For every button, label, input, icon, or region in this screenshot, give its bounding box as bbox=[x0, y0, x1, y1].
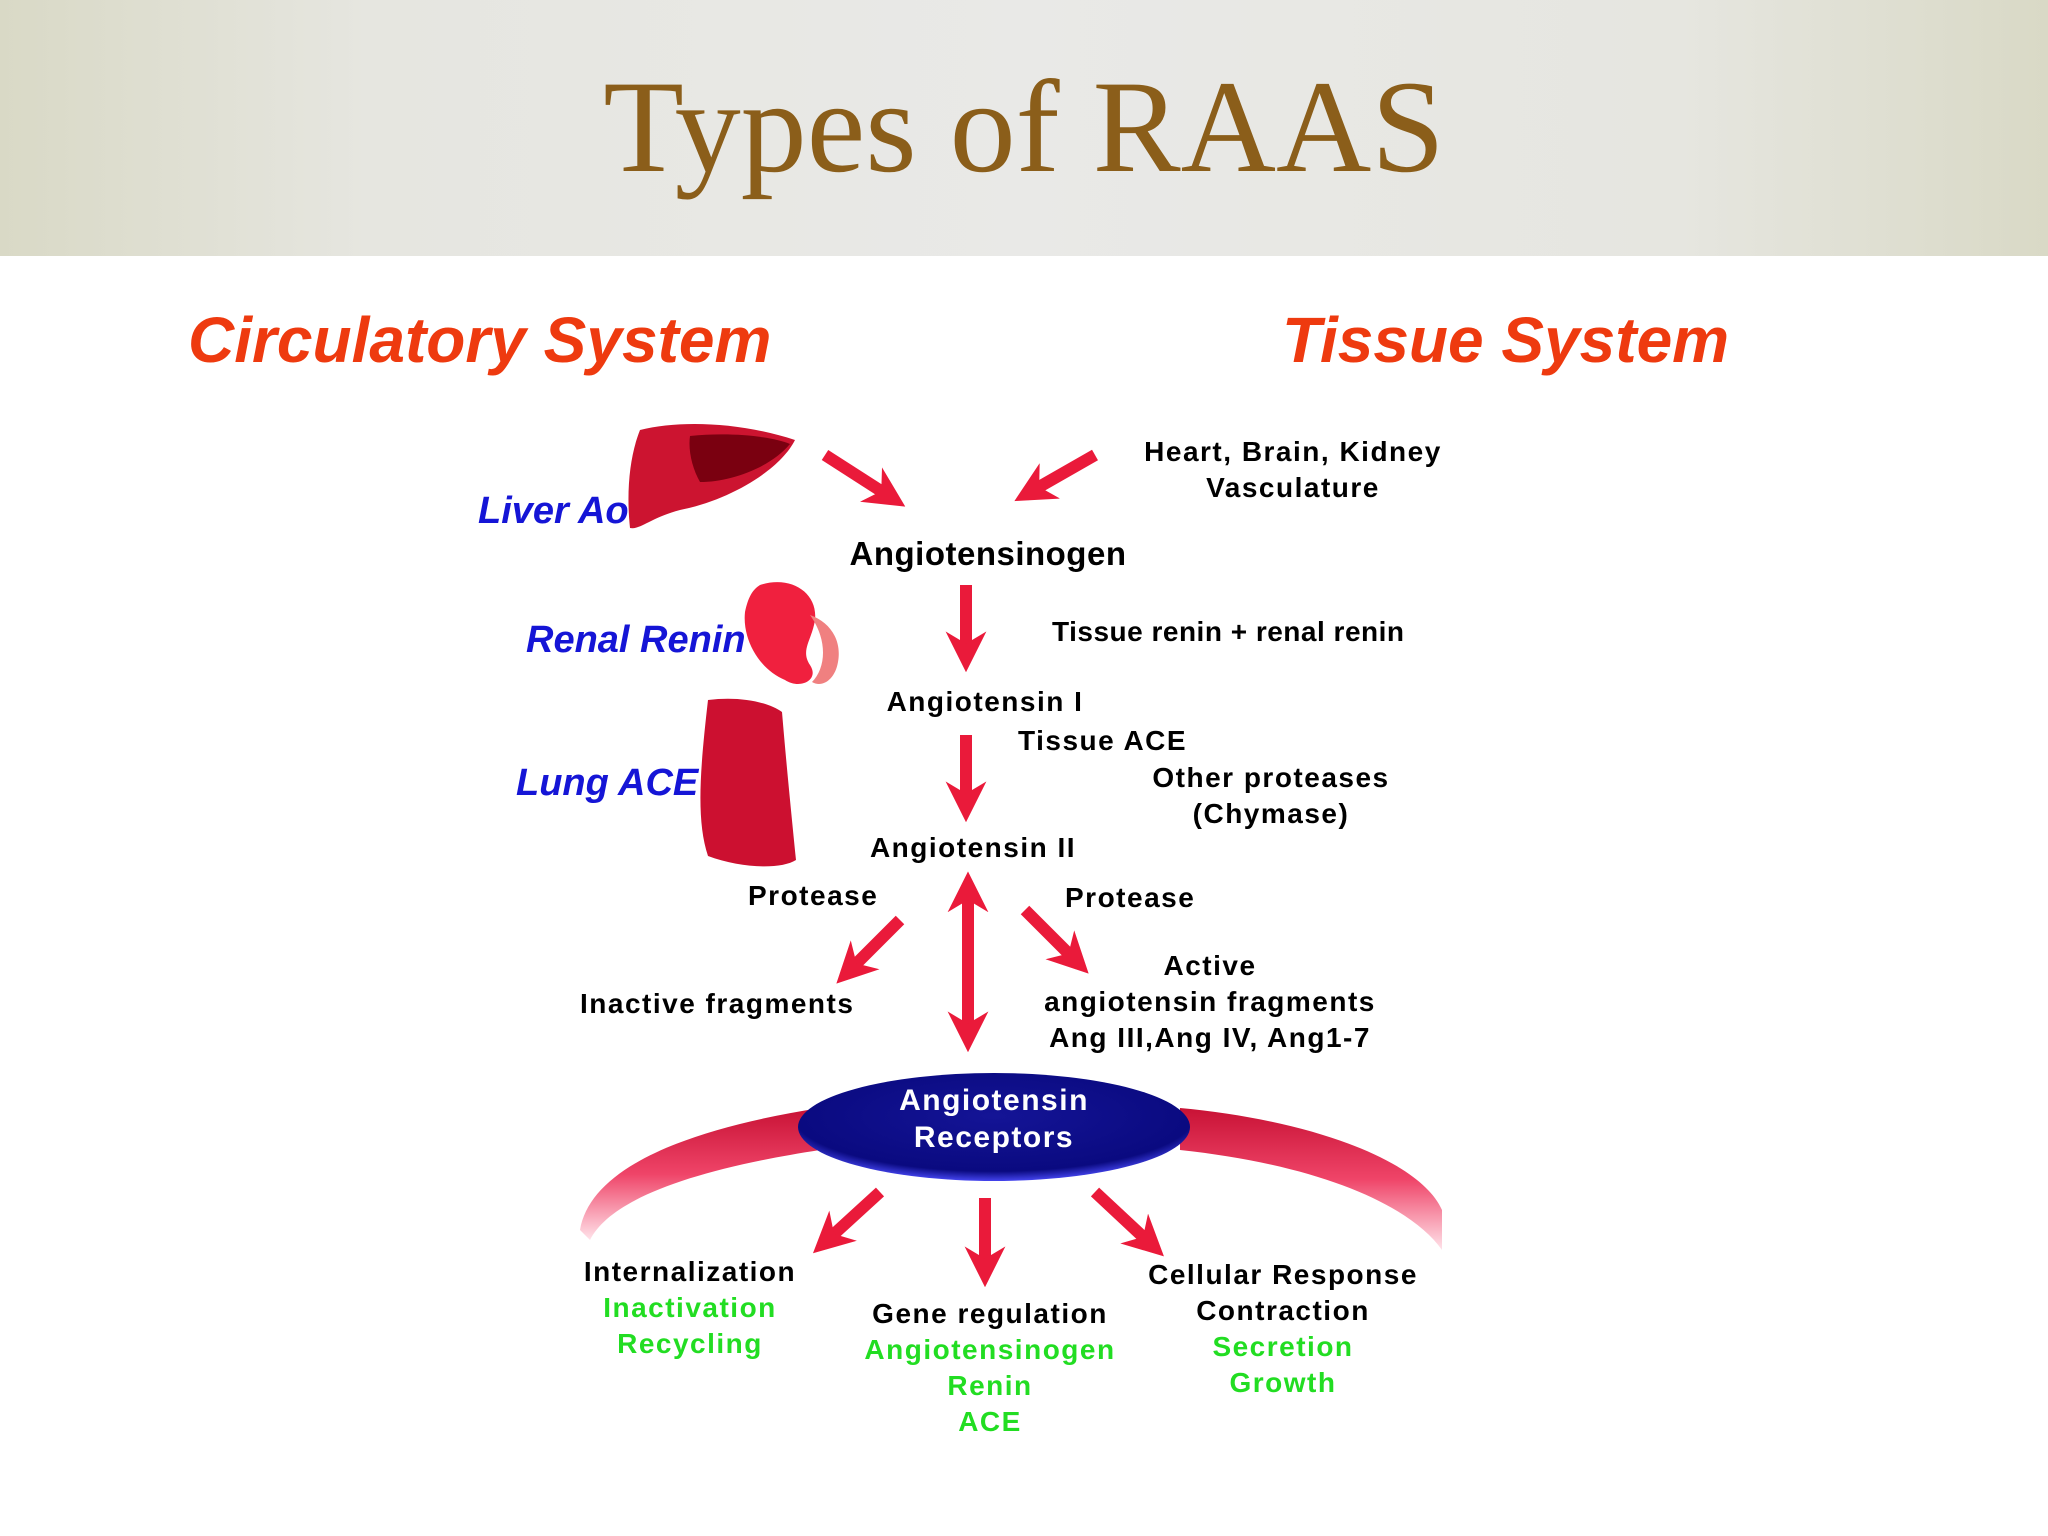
receptor-label: Angiotensin Receptors bbox=[798, 1082, 1190, 1156]
recycling-item: Recycling bbox=[617, 1328, 763, 1359]
other-proteases-line1: Other proteases bbox=[1152, 762, 1390, 793]
lung-label: Lung ACE bbox=[516, 762, 699, 804]
tissue-sources: Heart, Brain, Kidney Vasculature bbox=[1128, 434, 1458, 506]
arrow-to-internalization bbox=[812, 1187, 885, 1254]
renin-item: Renin bbox=[947, 1370, 1033, 1401]
cell-membrane bbox=[580, 1108, 1442, 1250]
angiotensinogen-item: Angiotensinogen bbox=[864, 1334, 1116, 1365]
cellular-response-head: Cellular Response bbox=[1148, 1259, 1418, 1290]
active-line3: Ang III,Ang IV, Ang1-7 bbox=[1049, 1022, 1371, 1053]
response-cellular: Cellular Response Contraction Secretion … bbox=[1120, 1257, 1446, 1401]
tissue-ace-label: Tissue ACE bbox=[1018, 725, 1188, 756]
renin-note: Tissue renin + renal renin bbox=[1052, 616, 1405, 647]
response-gene-regulation: Gene regulation Angiotensinogen Renin AC… bbox=[840, 1296, 1140, 1440]
active-line2: angiotensin fragments bbox=[1044, 986, 1376, 1017]
chymase-line: (Chymase) bbox=[1192, 798, 1350, 829]
circulatory-system-heading: Circulatory System bbox=[188, 304, 772, 376]
gene-regulation-head: Gene regulation bbox=[872, 1298, 1108, 1329]
tissue-sources-line1: Heart, Brain, Kidney bbox=[1144, 436, 1442, 467]
tissue-sources-line2: Vasculature bbox=[1206, 472, 1380, 503]
contraction-item: Contraction bbox=[1196, 1295, 1370, 1326]
receptor-line2: Receptors bbox=[913, 1121, 1075, 1154]
arrow-tissue-to-angiotensinogen bbox=[1014, 449, 1098, 502]
active-fragments: Active angiotensin fragments Ang III,Ang… bbox=[1010, 948, 1410, 1056]
title-banner bbox=[0, 0, 2048, 256]
active-line1: Active bbox=[1163, 950, 1257, 981]
ace-item: ACE bbox=[958, 1406, 1022, 1437]
internalization-head: Internalization bbox=[583, 1256, 797, 1287]
angiotensinogen-label: Angiotensinogen bbox=[849, 535, 1127, 572]
slide-title: Types of RAAS bbox=[603, 53, 1445, 200]
arrow-to-cellular-response bbox=[1090, 1187, 1164, 1257]
flow-arrows bbox=[812, 449, 1164, 1288]
other-proteases: Other proteases (Chymase) bbox=[1122, 760, 1420, 832]
liver-label: Liver Ao bbox=[478, 490, 629, 532]
receptor-ellipse bbox=[798, 1073, 1190, 1181]
receptor-line1: Angiotensin bbox=[899, 1084, 1089, 1117]
liver-icon bbox=[628, 424, 795, 529]
arrow-liver-to-angiotensinogen bbox=[821, 449, 906, 507]
inactive-fragments-label: Inactive fragments bbox=[580, 988, 855, 1019]
arrow-to-inactive bbox=[836, 915, 905, 984]
protease-left-label: Protease bbox=[748, 880, 879, 911]
inactivation-item: Inactivation bbox=[603, 1292, 777, 1323]
secretion-item: Secretion bbox=[1212, 1331, 1354, 1362]
angiotensin-2-label: Angiotensin II bbox=[869, 832, 1077, 863]
tissue-system-heading: Tissue System bbox=[1282, 304, 1730, 376]
lung-icon bbox=[700, 698, 796, 867]
arrow-to-active bbox=[1020, 905, 1089, 974]
response-internalization: Internalization Inactivation Recycling bbox=[560, 1254, 820, 1362]
renal-label: Renal Renin bbox=[526, 619, 746, 661]
growth-item: Growth bbox=[1229, 1367, 1337, 1398]
protease-right-label: Protease bbox=[1065, 882, 1196, 913]
kidney-icon bbox=[744, 582, 839, 685]
angiotensin-1-label: Angiotensin I bbox=[886, 686, 1084, 717]
